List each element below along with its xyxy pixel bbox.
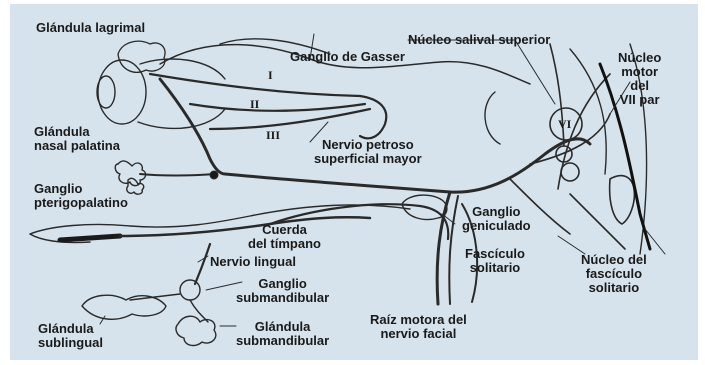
label-nucleo-salival: Núcleo salival superior [408, 33, 550, 47]
label-line: Fascículo [465, 247, 525, 261]
label-line: Nervio petroso [314, 138, 422, 152]
lacrimal-gland-shape [118, 41, 165, 72]
label-line: VII par [618, 93, 661, 107]
label-line: nervio facial [370, 327, 467, 341]
label-line: Cuerda [248, 223, 321, 237]
label-line: Glándula [34, 125, 120, 139]
label-line: del tímpano [248, 237, 321, 251]
label-line: fascículo [581, 267, 647, 281]
eye-shape [97, 59, 225, 128]
label-line: del [618, 79, 661, 93]
label-line: Glándula [38, 322, 103, 336]
label-fasciculo-solitario: Fascículo solitario [465, 247, 525, 275]
label-line: solitario [465, 261, 525, 275]
facial-nerve-trunk [437, 192, 450, 304]
label-line: geniculado [462, 219, 531, 233]
anatomy-figure: Glándula lagrimal Glándula nasal palatin… [10, 4, 698, 360]
label-raiz-motora: Raíz motora del nervio facial [370, 313, 467, 341]
label-line: Ganglio [236, 277, 329, 291]
label-line: sublingual [38, 336, 103, 350]
submandibular-gland-shape [176, 316, 216, 345]
label-line: submandibular [236, 334, 329, 348]
label-glandula-submandibular: Glándula submandibular [236, 320, 329, 348]
label-line: Ganglio [34, 182, 128, 196]
label-glandula-nasal-palatina: Glándula nasal palatina [34, 125, 120, 153]
roman-ii: II [250, 97, 259, 111]
sublingual-gland-shape [82, 294, 180, 319]
roman-i: I [268, 68, 273, 82]
label-line: superficial mayor [314, 152, 422, 166]
label-glandula-sublingual: Glándula sublingual [38, 322, 103, 350]
label-ganglio-gasser: Ganglio de Gasser [290, 50, 405, 64]
label-line: pterigopalatino [34, 196, 128, 210]
label-ganglio-pterigopalatino: Ganglio pterigopalatino [34, 182, 128, 210]
label-line: Raíz motora del [370, 313, 467, 327]
label-line: submandibular [236, 291, 329, 305]
label-glandula-lagrimal: Glándula lagrimal [36, 21, 145, 35]
label-ganglio-geniculado: Ganglio geniculado [462, 205, 531, 233]
roman-iii: III [266, 128, 280, 142]
label-line: Núcleo del [581, 253, 647, 267]
label-line: Ganglio [462, 205, 531, 219]
submandibular-ganglion [180, 280, 208, 322]
label-nucleo-fasciculo: Núcleo del fascículo solitario [581, 253, 647, 295]
label-nervio-petroso: Nervio petroso superficial mayor [314, 138, 422, 166]
label-nucleo-motor: Núcleo motor del VII par [618, 51, 661, 107]
label-line: Glándula [236, 320, 329, 334]
label-ganglio-submandibular: Ganglio submandibular [236, 277, 329, 305]
label-cuerda-timpano: Cuerda del tímpano [248, 223, 321, 251]
label-nervio-lingual: Nervio lingual [210, 255, 296, 269]
roman-vi: VI [558, 117, 571, 131]
label-line: nasal palatina [34, 139, 120, 153]
label-line: motor [618, 65, 661, 79]
label-line: solitario [581, 281, 647, 295]
label-line: Núcleo [618, 51, 661, 65]
